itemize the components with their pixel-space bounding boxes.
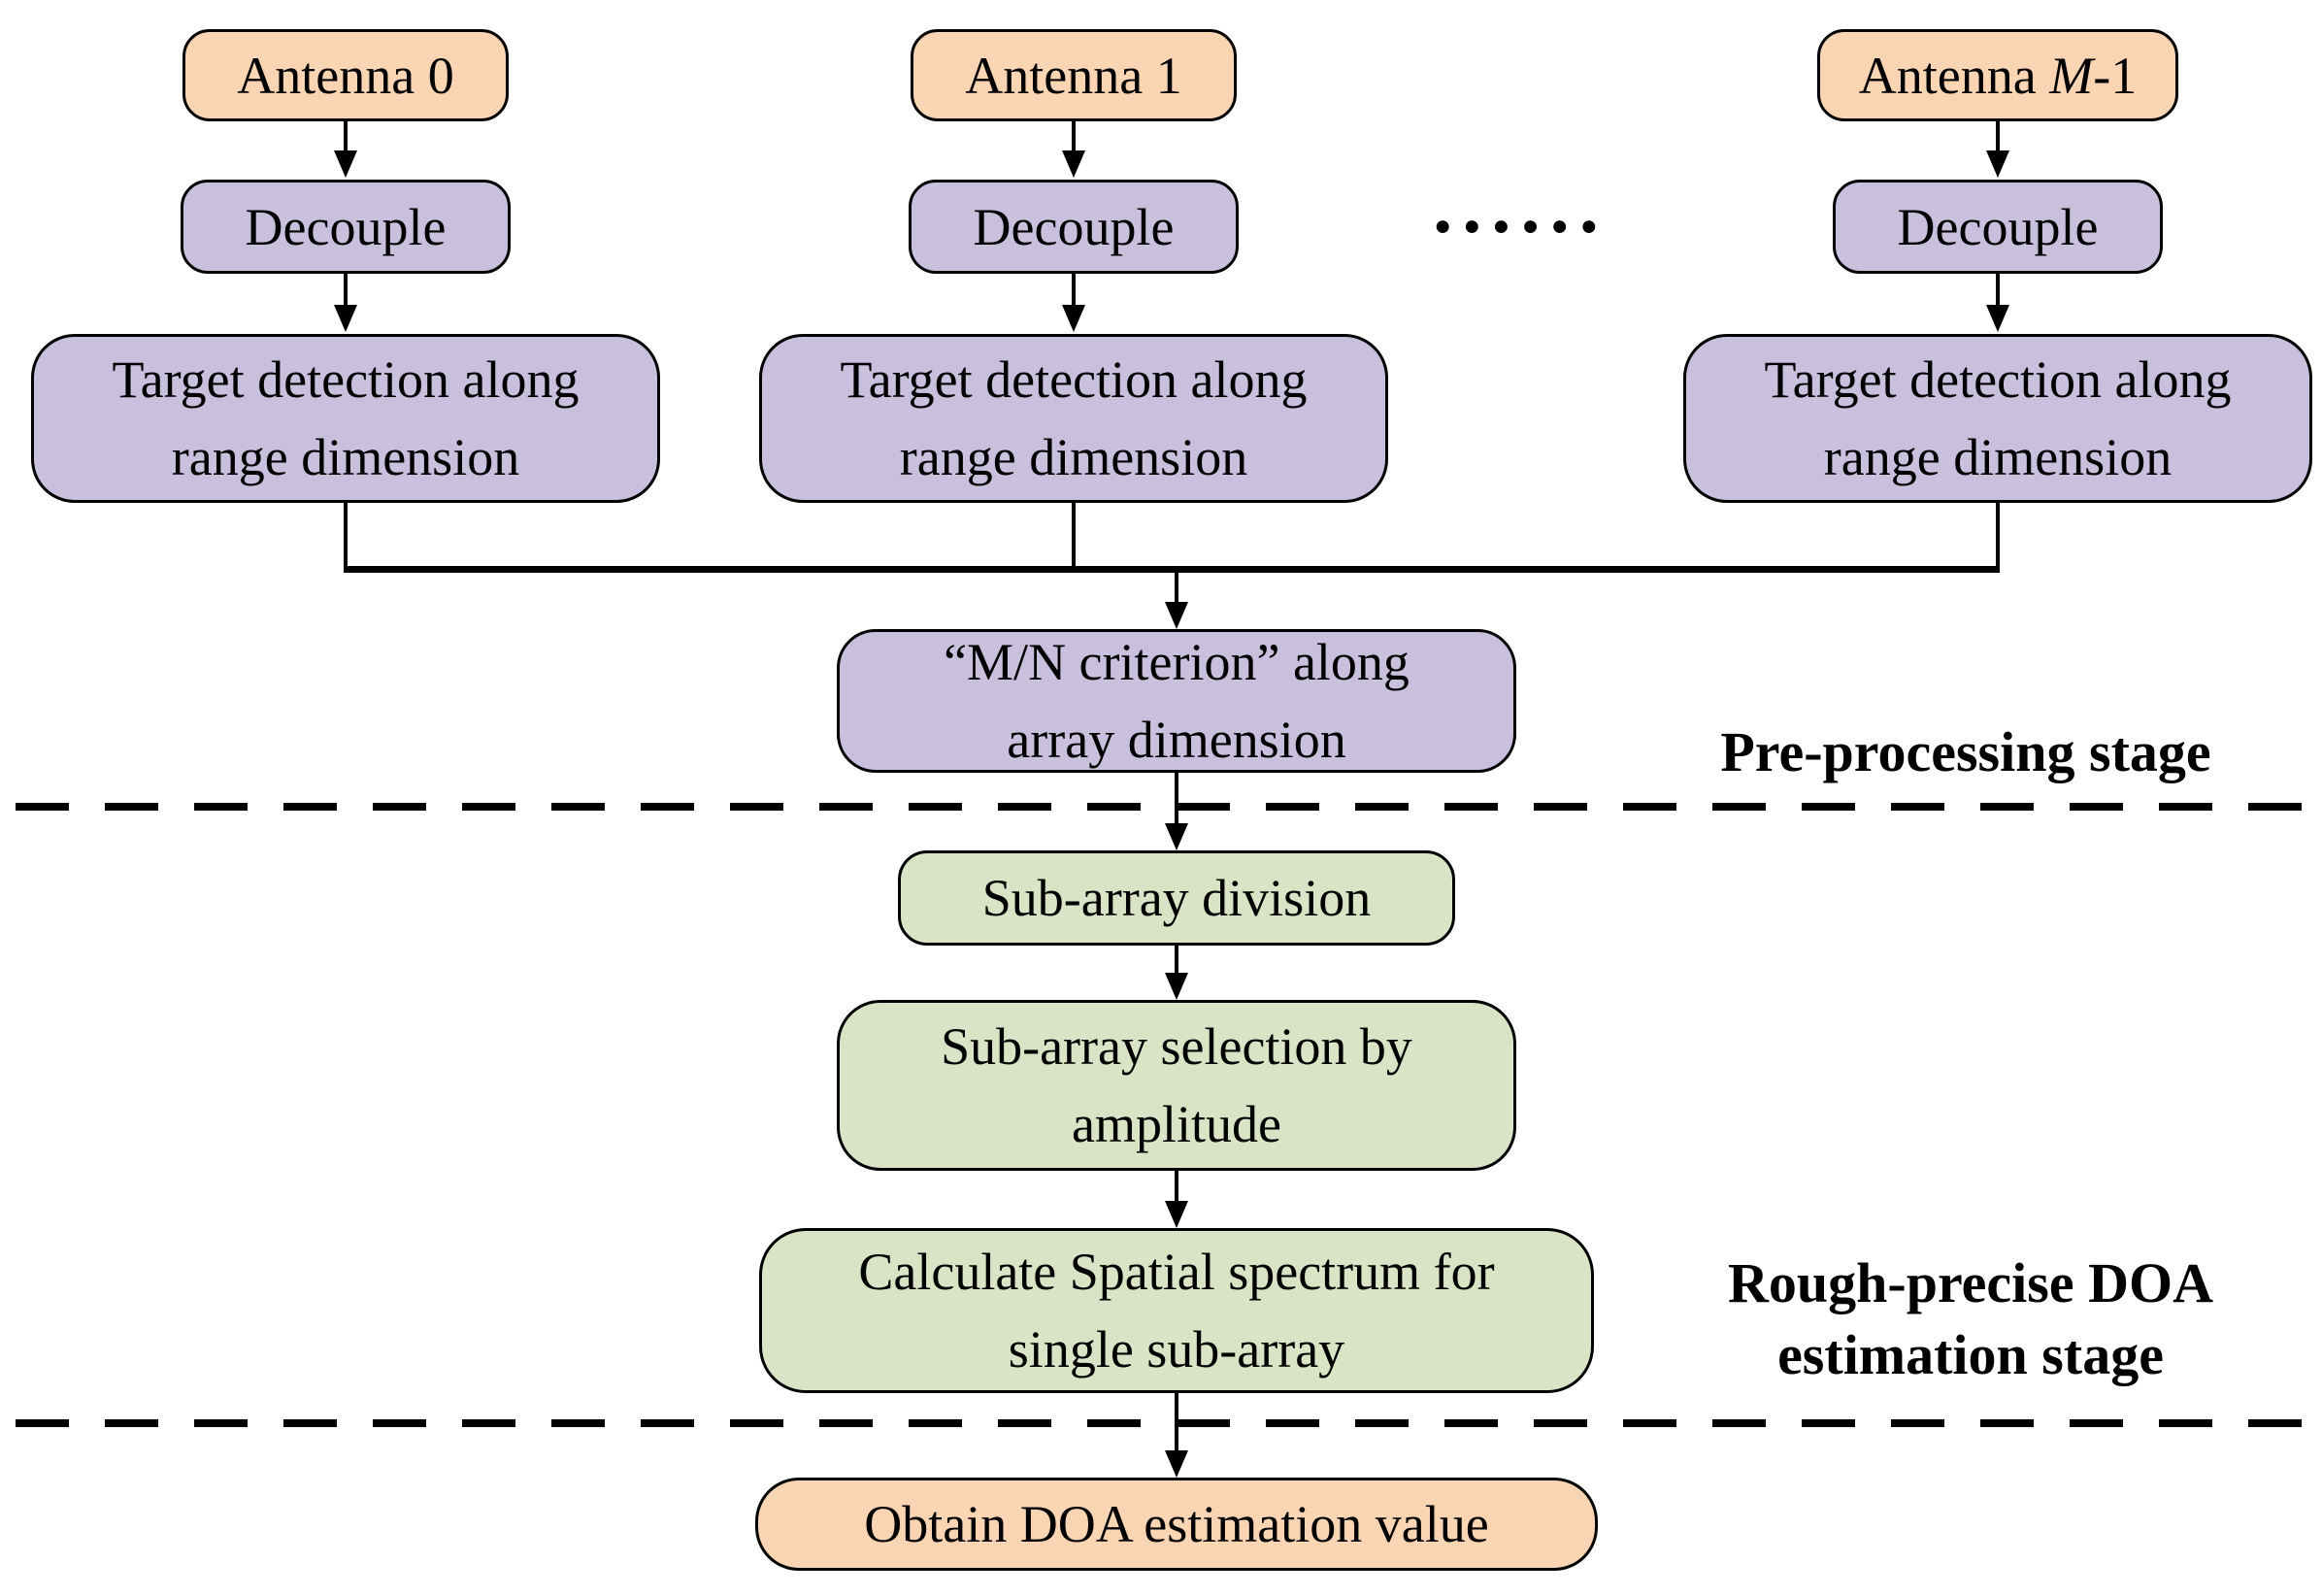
spatial-spectrum-line2: single sub-array bbox=[1008, 1320, 1345, 1379]
merge-bus-line bbox=[344, 566, 2000, 573]
target-detection-1-box: Target detection along range dimension bbox=[759, 334, 1388, 503]
arrow-decouple1-to-detect1-icon bbox=[1062, 274, 1085, 332]
stage-divider-preprocessing bbox=[16, 803, 2306, 811]
arrow-criterion-to-division-icon bbox=[1165, 773, 1188, 850]
merge-connector-col1 bbox=[1072, 503, 1076, 569]
arrow-stem bbox=[1072, 121, 1076, 156]
arrow-head bbox=[1165, 602, 1188, 629]
merge-connector-col0 bbox=[344, 503, 348, 569]
arrow-head bbox=[1165, 1450, 1188, 1478]
arrow-stem bbox=[1175, 773, 1178, 829]
arrow-selection-to-spectrum-icon bbox=[1165, 1171, 1188, 1228]
antenna-0-box: Antenna 0 bbox=[182, 29, 509, 121]
obtain-doa-label: Obtain DOA estimation value bbox=[864, 1495, 1489, 1553]
target-detection-m1-line2: range dimension bbox=[1823, 428, 2173, 486]
target-detection-0-box: Target detection along range dimension bbox=[31, 334, 660, 503]
arrow-head bbox=[1062, 305, 1085, 332]
antenna-m1-label: Antenna M-1 bbox=[1859, 45, 2137, 107]
arrow-decouple0-to-detect0-icon bbox=[334, 274, 357, 332]
arrow-stem bbox=[1072, 274, 1076, 311]
arrow-stem bbox=[1175, 573, 1178, 608]
target-detection-m1-line1: Target detection along bbox=[1764, 350, 2232, 409]
arrow-division-to-selection-icon bbox=[1165, 946, 1188, 1000]
antenna-m1-label-suffix: -1 bbox=[2093, 46, 2138, 105]
arrow-head bbox=[1165, 823, 1188, 850]
arrow-head bbox=[1062, 150, 1085, 178]
mn-criterion-line2: array dimension bbox=[1007, 711, 1346, 769]
target-detection-1-line2: range dimension bbox=[899, 428, 1248, 486]
arrow-head bbox=[1165, 973, 1188, 1000]
arrow-head bbox=[1165, 1201, 1188, 1228]
arrow-spectrum-to-output-icon bbox=[1165, 1393, 1188, 1478]
decouple-m1-box: Decouple bbox=[1833, 180, 2163, 274]
spatial-spectrum-line1: Calculate Spatial spectrum for bbox=[858, 1243, 1495, 1301]
mn-criterion-line1: “M/N criterion” along bbox=[944, 633, 1410, 691]
decouple-0-label: Decouple bbox=[245, 197, 447, 256]
decouple-m1-label: Decouple bbox=[1897, 197, 2099, 256]
subarray-division-label: Sub-array division bbox=[981, 869, 1372, 927]
arrow-decouplem1-to-detectm1-icon bbox=[1986, 274, 2009, 332]
rough-precise-stage-line2: estimation stage bbox=[1777, 1323, 2164, 1386]
obtain-doa-box: Obtain DOA estimation value bbox=[755, 1478, 1598, 1571]
arrow-antenna1-to-decouple1-icon bbox=[1062, 121, 1085, 178]
rough-precise-stage-line1: Rough-precise DOA bbox=[1728, 1251, 2213, 1314]
antenna-m1-label-prefix: Antenna bbox=[1858, 46, 2050, 105]
decouple-1-box: Decouple bbox=[909, 180, 1239, 274]
merge-connector-colm1 bbox=[1996, 503, 2000, 569]
mn-criterion-box: “M/N criterion” along array dimension bbox=[837, 629, 1516, 773]
spatial-spectrum-box: Calculate Spatial spectrum for single su… bbox=[759, 1228, 1594, 1393]
ellipsis-dots-icon: ●●●●●● bbox=[1434, 210, 1609, 242]
preprocessing-stage-label: Pre-processing stage bbox=[1720, 720, 2211, 783]
arrow-stem bbox=[344, 274, 348, 311]
arrow-head bbox=[334, 150, 357, 178]
arrow-antennam1-to-decouplem1-icon bbox=[1986, 121, 2009, 178]
target-detection-0-line2: range dimension bbox=[171, 428, 520, 486]
subarray-division-box: Sub-array division bbox=[898, 850, 1455, 946]
target-detection-m1-box: Target detection along range dimension bbox=[1683, 334, 2312, 503]
decouple-1-label: Decouple bbox=[973, 197, 1175, 256]
arrow-head bbox=[1986, 150, 2009, 178]
arrow-antenna0-to-decouple0-icon bbox=[334, 121, 357, 178]
antenna-1-box: Antenna 1 bbox=[911, 29, 1237, 121]
subarray-selection-line2: amplitude bbox=[1072, 1095, 1281, 1153]
subarray-selection-line1: Sub-array selection by bbox=[941, 1017, 1412, 1076]
antenna-0-label: Antenna 0 bbox=[237, 46, 454, 105]
subarray-selection-box: Sub-array selection by amplitude bbox=[837, 1000, 1516, 1171]
arrow-stem bbox=[344, 121, 348, 156]
antenna-m1-box: Antenna M-1 bbox=[1817, 29, 2178, 121]
antenna-m1-label-variable: M bbox=[2049, 46, 2094, 105]
arrow-stem bbox=[1175, 1393, 1178, 1456]
arrow-stem bbox=[1175, 1171, 1178, 1207]
arrow-head bbox=[1986, 305, 2009, 332]
arrow-stem bbox=[1996, 274, 2000, 311]
arrow-head bbox=[334, 305, 357, 332]
target-detection-1-line1: Target detection along bbox=[840, 350, 1308, 409]
arrow-bus-to-criterion-icon bbox=[1165, 573, 1188, 629]
antenna-1-label: Antenna 1 bbox=[965, 46, 1182, 105]
rough-precise-stage-label: Rough-precise DOA estimation stage bbox=[1650, 1247, 2291, 1391]
target-detection-0-line1: Target detection along bbox=[112, 350, 580, 409]
stage-divider-estimation bbox=[16, 1419, 2306, 1427]
decouple-0-box: Decouple bbox=[181, 180, 511, 274]
arrow-stem bbox=[1996, 121, 2000, 156]
arrow-stem bbox=[1175, 946, 1178, 979]
